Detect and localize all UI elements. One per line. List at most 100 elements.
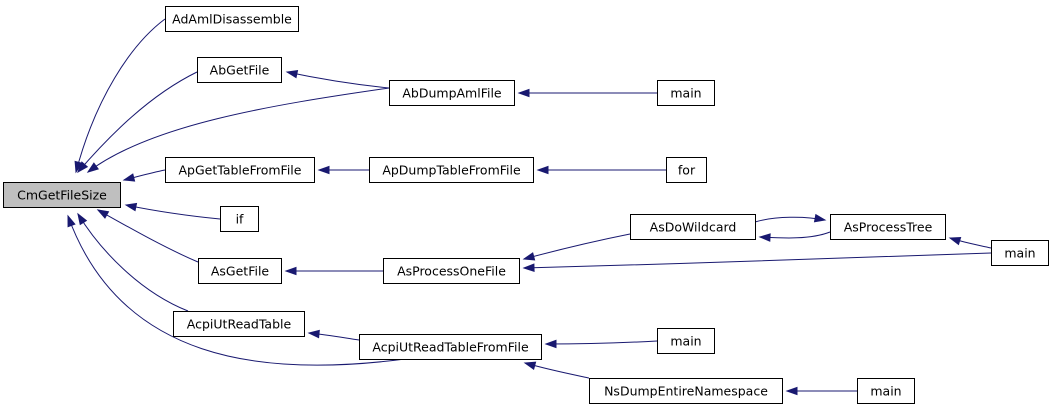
node-acpifromfile[interactable]: AcpiUtReadTableFromFile — [359, 334, 542, 360]
node-box[interactable] — [657, 80, 715, 106]
node-box[interactable] — [389, 80, 515, 106]
node-label: main — [670, 334, 701, 349]
arrowhead-icon — [77, 161, 89, 174]
node-main2[interactable]: main — [991, 240, 1049, 266]
node-box[interactable] — [657, 328, 715, 354]
node-asone[interactable]: AsProcessOneFile — [383, 258, 520, 284]
node-box[interactable] — [197, 57, 282, 83]
arrowhead-icon — [758, 233, 771, 242]
node-label: AsGetFile — [211, 264, 270, 279]
edge-main3-to-acpifromfile — [544, 339, 658, 349]
node-box[interactable] — [165, 157, 315, 183]
node-box[interactable] — [369, 157, 534, 183]
edge-if1-to-cm — [124, 202, 221, 220]
edge-line — [67, 215, 406, 366]
edge-acpifromfile-to-acpiread — [307, 329, 360, 341]
node-abdump[interactable]: AbDumpAmlFile — [389, 80, 515, 106]
edge-main1-to-abdump — [517, 88, 657, 98]
nodes-layer: CmGetFileSize AdAmlDisassembleAbGetFileAb… — [3, 6, 1049, 404]
arrowhead-icon — [122, 173, 136, 182]
edge-line — [125, 204, 221, 220]
arrowhead-icon — [307, 329, 320, 339]
node-asproctree[interactable]: AsProcessTree — [830, 214, 946, 240]
edge-asget-to-cm — [96, 209, 199, 263]
node-box[interactable] — [383, 258, 520, 284]
arrowhead-icon — [86, 162, 99, 173]
node-label: AsProcessOneFile — [397, 264, 506, 279]
node-main1[interactable]: main — [657, 80, 715, 106]
node-label: NsDumpEntireNamespace — [604, 384, 768, 399]
node-label: if — [236, 212, 244, 227]
node-box[interactable] — [359, 334, 542, 360]
node-label: AdAmlDisassemble — [172, 12, 292, 27]
node-label: AcpiUtReadTableFromFile — [372, 340, 529, 355]
edge-line — [77, 213, 189, 312]
node-abget[interactable]: AbGetFile — [197, 57, 282, 83]
arrowhead-icon — [813, 213, 827, 223]
node-main4[interactable]: main — [857, 378, 915, 404]
arrowhead-icon — [536, 165, 549, 175]
node-asget[interactable]: AsGetFile — [198, 258, 282, 284]
edge-line — [77, 71, 198, 173]
node-box[interactable] — [830, 214, 946, 240]
arrowhead-icon — [522, 263, 535, 273]
arrowhead-icon — [96, 209, 110, 219]
edge-nsdump-to-acpifromfile — [523, 361, 590, 379]
edge-apdump-to-apget — [317, 165, 369, 175]
arrowhead-icon — [948, 236, 962, 246]
arrowhead-icon — [523, 361, 537, 370]
node-box[interactable] — [991, 240, 1049, 266]
node-for1[interactable]: for — [666, 157, 707, 183]
edge-abget-to-cm — [77, 71, 198, 174]
node-label: ApGetTableFromFile — [179, 163, 302, 178]
edge-line — [75, 18, 166, 173]
arrowhead-icon — [317, 165, 330, 175]
arrowhead-icon — [74, 160, 83, 174]
node-if1[interactable]: if — [220, 206, 259, 232]
node-box[interactable] — [165, 6, 299, 32]
node-box[interactable] — [198, 258, 282, 284]
node-box[interactable] — [220, 206, 259, 232]
edge-asproctree-to-aswild — [758, 231, 831, 242]
edge-adaml-to-cm — [74, 18, 166, 174]
arrowhead-icon — [77, 212, 88, 226]
edge-abdump-to-cm — [86, 87, 390, 173]
node-label: AbDumpAmlFile — [402, 86, 502, 101]
edge-main2-to-asproctree — [948, 236, 992, 249]
node-apget[interactable]: ApGetTableFromFile — [165, 157, 315, 183]
edge-line — [97, 209, 199, 263]
node-box[interactable] — [589, 378, 783, 404]
node-box[interactable] — [3, 182, 121, 208]
node-box[interactable] — [857, 378, 915, 404]
edge-apget-to-cm — [122, 169, 166, 182]
node-box[interactable] — [666, 157, 707, 183]
node-box[interactable] — [173, 311, 305, 337]
node-apdump[interactable]: ApDumpTableFromFile — [369, 157, 534, 183]
edge-acpifromfile-to-cm — [67, 214, 406, 366]
edge-for1-to-apdump — [536, 165, 666, 175]
edge-line — [286, 71, 390, 89]
node-adaml[interactable]: AdAmlDisassemble — [165, 6, 299, 32]
arrowhead-icon — [544, 339, 557, 349]
node-label: AbGetFile — [210, 63, 270, 78]
arrowhead-icon — [517, 88, 530, 98]
arrowhead-icon — [124, 202, 138, 212]
node-box[interactable] — [630, 214, 756, 240]
node-label: ApDumpTableFromFile — [382, 163, 521, 178]
node-label: AsProcessTree — [844, 220, 933, 235]
node-aswild[interactable]: AsDoWildcard — [630, 214, 756, 240]
edge-asone-to-asget — [284, 266, 383, 276]
node-nsdump[interactable]: NsDumpEntireNamespace — [589, 378, 783, 404]
edge-line — [523, 252, 992, 269]
node-cm[interactable]: CmGetFileSize — [3, 182, 121, 208]
node-main3[interactable]: main — [657, 328, 715, 354]
node-label: main — [1004, 246, 1035, 261]
edge-aswild-to-asproctree — [754, 213, 827, 223]
edge-main4-to-nsdump — [785, 386, 857, 396]
node-acpiread[interactable]: AcpiUtReadTable — [173, 311, 305, 337]
node-label: CmGetFileSize — [17, 188, 107, 203]
edge-acpiread-to-cm — [77, 212, 189, 312]
edge-abdump-to-abget — [285, 69, 390, 89]
edge-line — [87, 87, 390, 173]
